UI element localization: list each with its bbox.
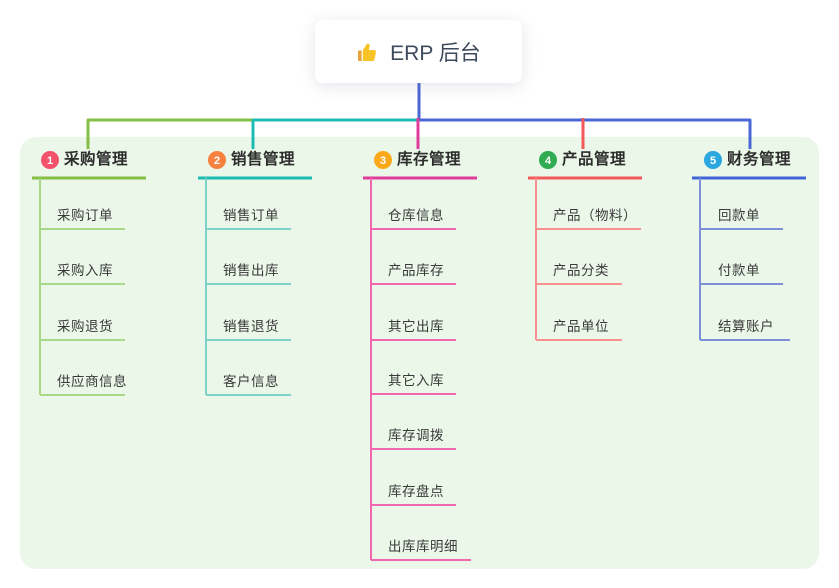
child-lines-branch2 — [205, 178, 291, 396]
badge-branch5: 5 — [704, 151, 722, 169]
child-item[interactable]: 销售出库 — [223, 263, 279, 278]
child-item[interactable]: 出库库明细 — [388, 539, 458, 554]
child-item[interactable]: 采购退货 — [57, 319, 113, 334]
badge-circle — [208, 151, 226, 169]
child-lines-branch1 — [39, 178, 125, 396]
child-item[interactable]: 供应商信息 — [57, 374, 127, 389]
badge-circle — [539, 151, 557, 169]
child-item[interactable]: 采购入库 — [57, 263, 113, 278]
child-item[interactable]: 产品（物料） — [553, 208, 637, 223]
badge-circle — [704, 151, 722, 169]
branch-title-caigou[interactable]: 采购管理 — [64, 151, 129, 168]
child-item[interactable]: 结算账户 — [718, 319, 774, 334]
branch-title-caiwu[interactable]: 财务管理 — [727, 151, 792, 168]
badge-number: 5 — [710, 155, 716, 167]
child-item[interactable]: 回款单 — [718, 208, 760, 223]
badge-circle — [374, 151, 392, 169]
badge-number: 4 — [545, 155, 552, 167]
badge-branch1: 1 — [41, 151, 59, 169]
badge-branch2: 2 — [208, 151, 226, 169]
child-item[interactable]: 产品单位 — [553, 319, 609, 334]
child-lines-branch3 — [370, 178, 471, 561]
branches-background-panel — [20, 137, 819, 569]
branch-title-kucun[interactable]: 库存管理 — [397, 151, 462, 168]
child-item[interactable]: 其它入库 — [388, 373, 444, 388]
child-item[interactable]: 销售退货 — [223, 319, 279, 334]
badge-branch4: 4 — [539, 151, 557, 169]
child-item[interactable]: 产品分类 — [553, 263, 609, 278]
child-item[interactable]: 库存盘点 — [388, 484, 444, 499]
connector-branch1 — [86, 118, 254, 149]
connector-branch2 — [251, 118, 420, 149]
root-node-label: ERP 后台 — [390, 41, 481, 65]
child-lines-branch5 — [699, 178, 790, 341]
child-item[interactable]: 产品库存 — [388, 263, 444, 278]
badge-number: 1 — [47, 155, 53, 167]
child-item[interactable]: 付款单 — [718, 263, 760, 278]
badge-number: 2 — [214, 155, 220, 167]
badge-circle — [41, 151, 59, 169]
badge-number: 3 — [380, 155, 386, 167]
branch-title-chanpin[interactable]: 产品管理 — [562, 151, 627, 168]
thumbs-up-icon — [358, 43, 377, 61]
child-lines-branch4 — [535, 178, 641, 341]
root-node[interactable]: ERP 后台 — [315, 20, 522, 83]
branch-title-xiaoshou[interactable]: 销售管理 — [231, 151, 296, 168]
child-item[interactable]: 库存调拨 — [388, 428, 444, 443]
child-item[interactable]: 客户信息 — [223, 374, 279, 389]
badge-branch3: 3 — [374, 151, 392, 169]
child-item[interactable]: 采购订单 — [57, 208, 113, 223]
child-item[interactable]: 其它出库 — [388, 319, 444, 334]
child-item[interactable]: 仓库信息 — [388, 208, 444, 223]
child-item[interactable]: 销售订单 — [223, 208, 279, 223]
